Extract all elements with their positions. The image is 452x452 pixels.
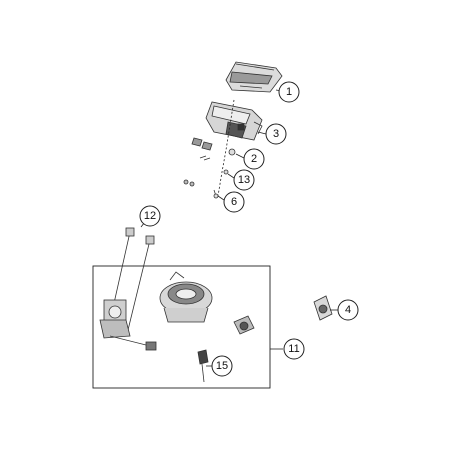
callout-15: 15 (211, 355, 233, 377)
callout-3-label: 3 (273, 128, 279, 140)
callout-1: 1 (278, 81, 300, 103)
callout-11-label: 11 (288, 343, 299, 355)
dashboard-cover-part (225, 61, 283, 93)
ignition-lock-mechanism-part (99, 299, 157, 351)
instrument-housing-part (205, 101, 263, 141)
callout-6: 6 (223, 191, 245, 213)
callout-1-label: 1 (286, 86, 292, 98)
cap-cover-part (313, 295, 333, 321)
callout-6-label: 6 (231, 196, 237, 208)
fuel-cap-lock-assembly-part (159, 271, 213, 323)
callout-13-label: 13 (238, 174, 250, 186)
callout-2: 2 (243, 148, 265, 170)
callout-4-label: 4 (345, 304, 351, 316)
callout-4: 4 (337, 299, 359, 321)
small-bolts-parts (183, 137, 217, 197)
callout-13: 13 (233, 169, 255, 191)
callout-15-label: 15 (216, 360, 228, 372)
callout-3: 3 (265, 123, 287, 145)
callout-2-label: 2 (251, 153, 257, 165)
lock-cylinder-part (233, 315, 255, 335)
callout-12: 12 (139, 205, 161, 227)
key-part (197, 349, 209, 383)
kit-frame (92, 265, 271, 389)
callout-11: 11 (283, 338, 305, 360)
callout-12-label: 12 (144, 210, 156, 222)
